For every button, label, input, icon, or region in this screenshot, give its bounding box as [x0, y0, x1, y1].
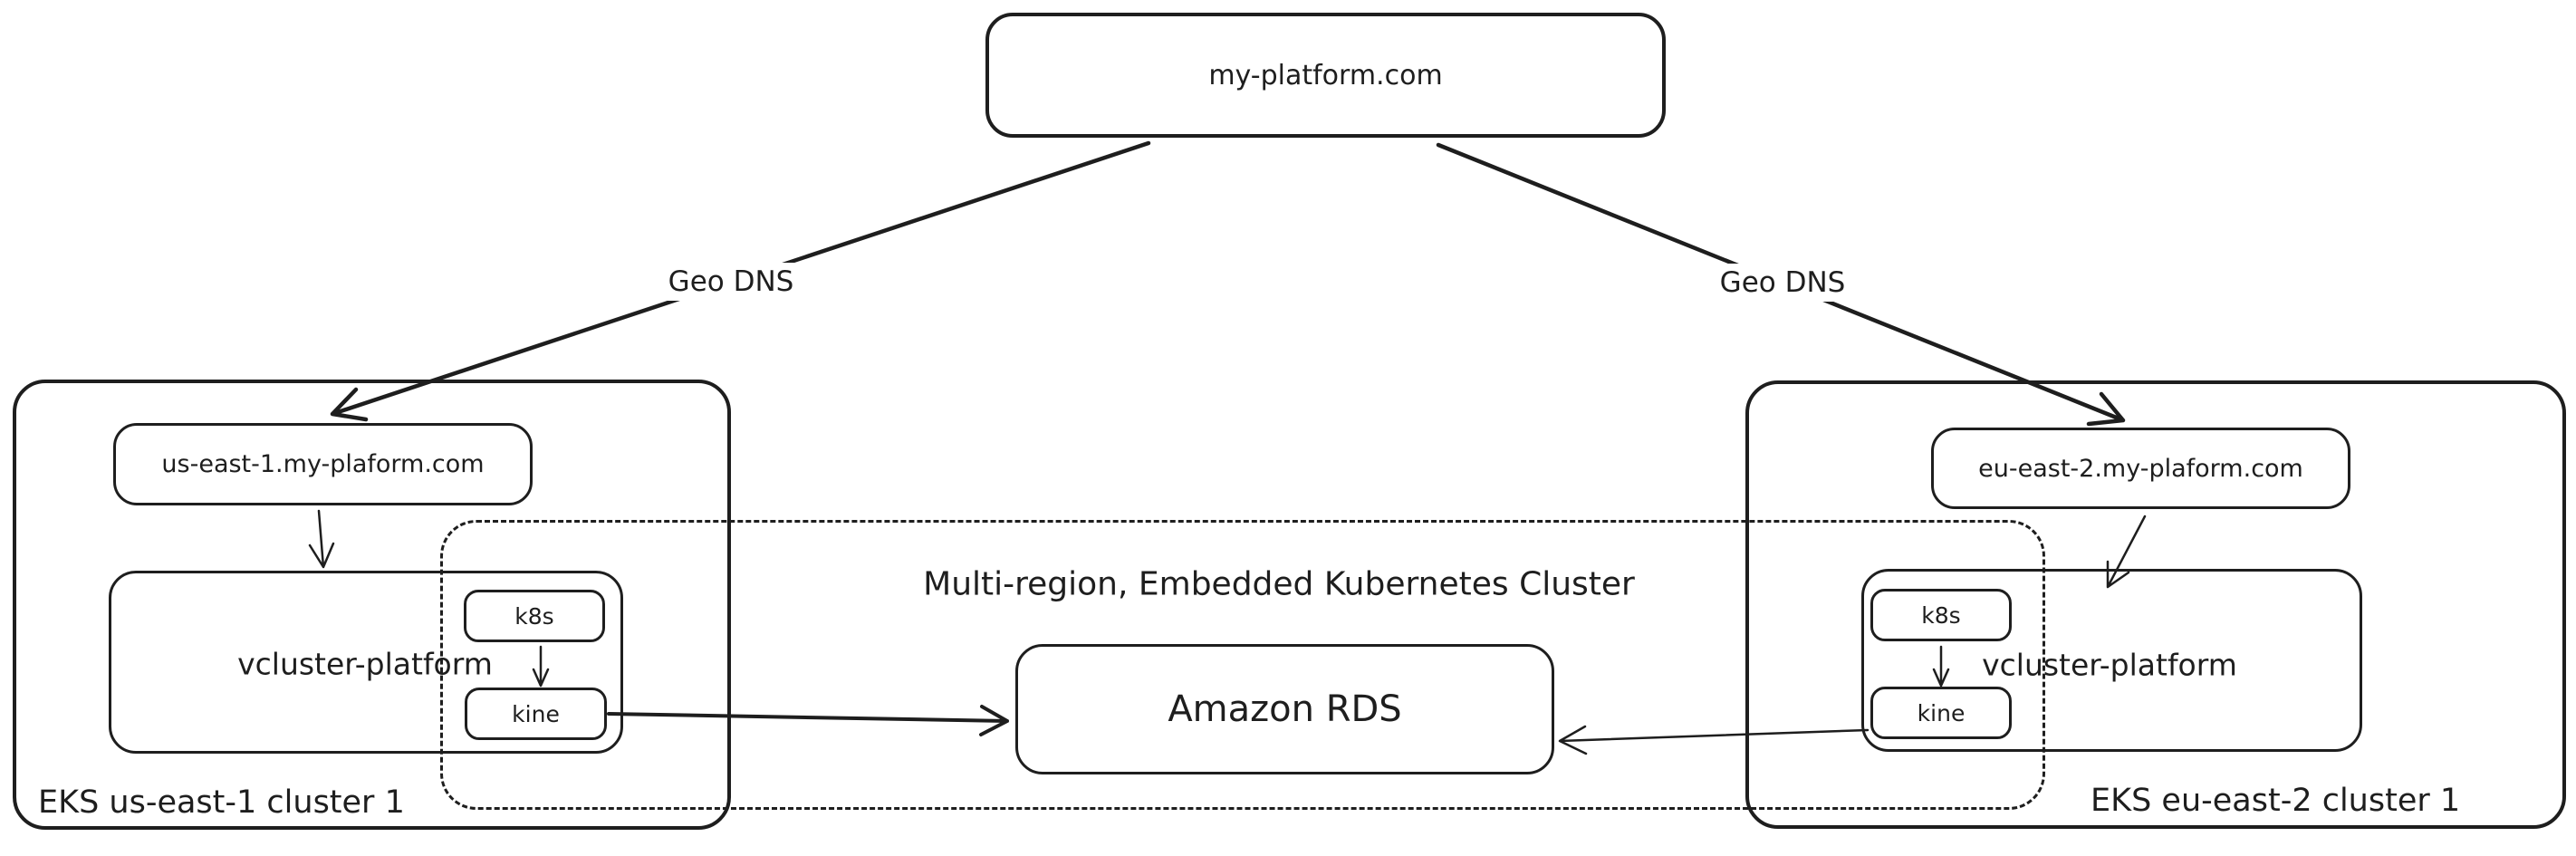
geo-dns-label-right: Geo DNS — [1710, 264, 1855, 302]
multi-region-title: Multi-region, Embedded Kubernetes Cluste… — [923, 565, 1635, 603]
right-k8s-box: k8s — [1870, 589, 2012, 641]
root-domain-label: my-platform.com — [1208, 59, 1443, 91]
kine-to-rds-arrow-left — [607, 705, 1009, 736]
kine-to-rds-arrow-right — [1558, 725, 1870, 755]
right-kine-box: kine — [1870, 687, 2012, 739]
right-vcluster-platform-label: vcluster-platform — [1982, 647, 2237, 683]
left-dns-endpoint-label: us-east-1.my-plaform.com — [161, 450, 485, 478]
amazon-rds-box: Amazon RDS — [1015, 644, 1554, 774]
left-kine-label: kine — [512, 700, 560, 727]
right-k8s-label: k8s — [1921, 601, 1961, 629]
k8s-to-kine-arrow-right — [1932, 645, 1950, 688]
right-dns-endpoint-box: eu-east-2.my-plaform.com — [1931, 428, 2350, 509]
geo-dns-label-left: Geo DNS — [658, 263, 803, 301]
right-eks-cluster-box — [1745, 380, 2566, 829]
multi-region-dashed-boundary — [440, 520, 2045, 810]
left-eks-cluster-title: EKS us-east-1 cluster 1 — [38, 784, 405, 821]
dns-to-vcluster-arrow-left — [308, 509, 335, 569]
left-k8s-box: k8s — [464, 590, 605, 642]
right-dns-endpoint-label: eu-east-2.my-plaform.com — [1978, 454, 2303, 483]
k8s-to-kine-arrow-left — [532, 645, 550, 688]
left-dns-endpoint-box: us-east-1.my-plaform.com — [113, 423, 533, 505]
right-kine-label: kine — [1917, 699, 1966, 726]
left-vcluster-platform-box — [109, 571, 623, 754]
root-domain-box: my-platform.com — [985, 13, 1666, 138]
left-vcluster-platform-label: vcluster-platform — [237, 646, 493, 682]
left-eks-cluster-box — [13, 380, 731, 830]
left-kine-box: kine — [465, 688, 607, 740]
left-k8s-label: k8s — [514, 602, 554, 630]
right-vcluster-platform-box — [1861, 569, 2362, 752]
amazon-rds-label: Amazon RDS — [1168, 688, 1402, 730]
right-eks-cluster-title: EKS eu-east-2 cluster 1 — [2091, 783, 2461, 819]
